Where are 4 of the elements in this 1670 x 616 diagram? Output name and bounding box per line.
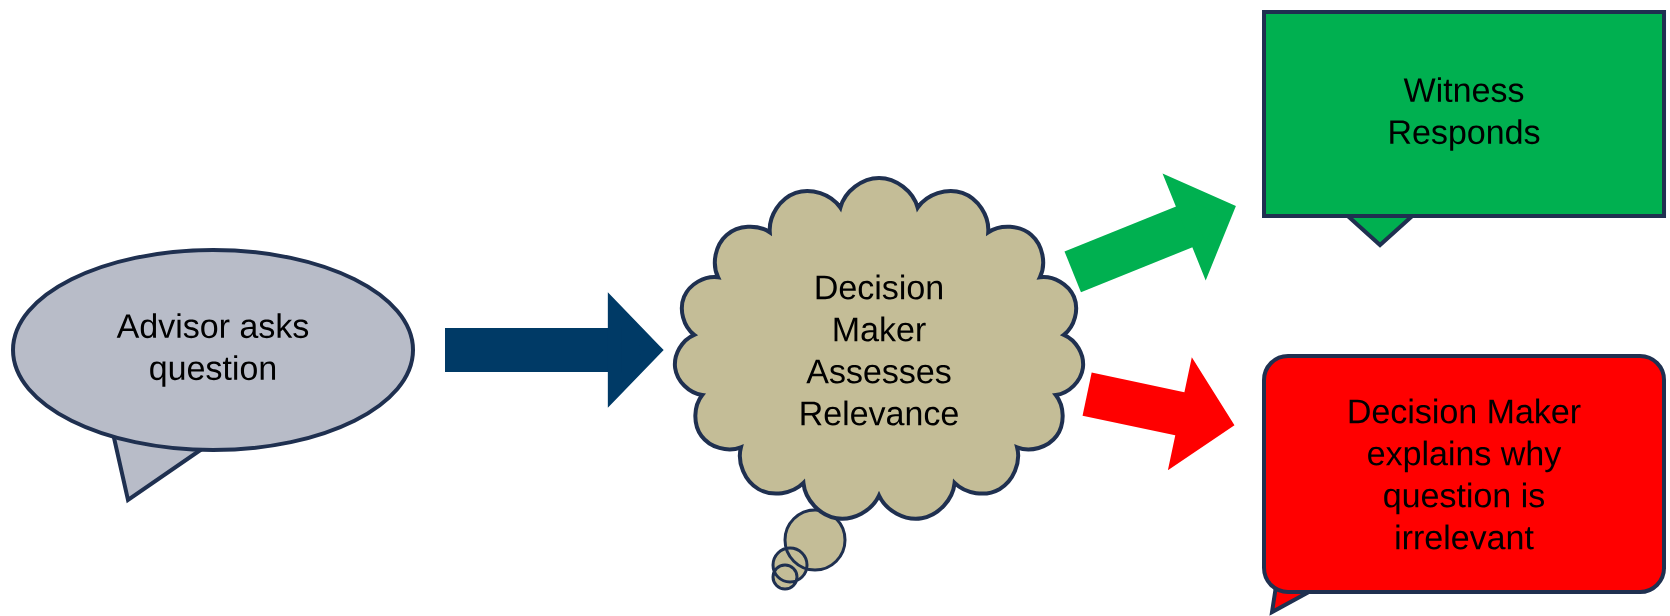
callout-box: Witness Responds — [1262, 10, 1666, 248]
thought-cloud: Decision Maker Assesses Relevance — [672, 176, 1086, 591]
callout-box: Decision Maker explains why question is irrelevant — [1262, 354, 1666, 616]
speech-bubble: Advisor asks question — [11, 248, 415, 504]
